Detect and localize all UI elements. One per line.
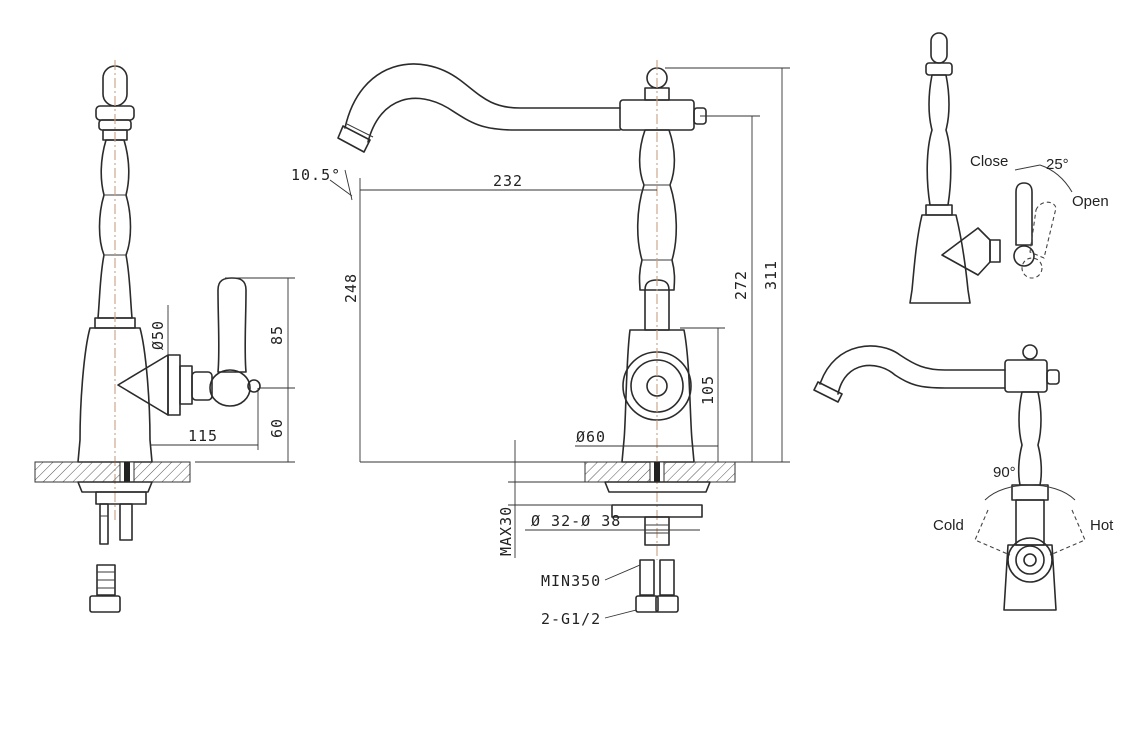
dim-60-label: 60 (268, 418, 286, 438)
side-view: 85 60 115 Ø50 (34, 60, 295, 613)
dim-232-label: 232 (493, 172, 523, 190)
dim-105-label: 105 (699, 375, 717, 405)
aerator (337, 125, 371, 153)
spout-bottom-edge (367, 97, 621, 143)
spout-top-edge (344, 63, 621, 129)
dim-311-label: 311 (762, 260, 780, 290)
open-label: Open (1072, 193, 1109, 210)
dim-max30-label: MAX30 (497, 506, 515, 556)
close-label: Close (970, 153, 1008, 170)
swivel-angle-label: 90° (993, 464, 1016, 481)
lever-view: Close 25° Open (909, 32, 1109, 304)
dim-diam50-label: Ø50 (149, 320, 167, 350)
dim-85-label: 85 (268, 325, 286, 345)
side-handle (217, 277, 247, 373)
dim-248-label: 248 (342, 273, 360, 303)
front-column (636, 129, 678, 291)
lever-handle (1015, 182, 1033, 246)
dim-min350-label: MIN350 (541, 572, 601, 590)
hot-label: Hot (1090, 517, 1114, 534)
worktop-section (34, 461, 191, 483)
dim-115-label: 115 (188, 427, 218, 445)
dim-diam60-label: Ø60 (576, 428, 606, 446)
cold-label: Cold (933, 517, 964, 534)
dim-connection-label: 2-G1/2 (541, 610, 601, 628)
swivel-view: 90° Cold Hot (813, 344, 1114, 611)
front-view: 10.5° 232 248 272 311 105 Ø60 MAX30 Ø 32… (291, 60, 790, 628)
dim-272-label: 272 (732, 270, 750, 300)
dim-angle-label: 10.5° (291, 166, 341, 184)
dim-hole-label: Ø 32-Ø 38 (531, 512, 621, 530)
lever-angle-label: 25° (1046, 156, 1069, 173)
